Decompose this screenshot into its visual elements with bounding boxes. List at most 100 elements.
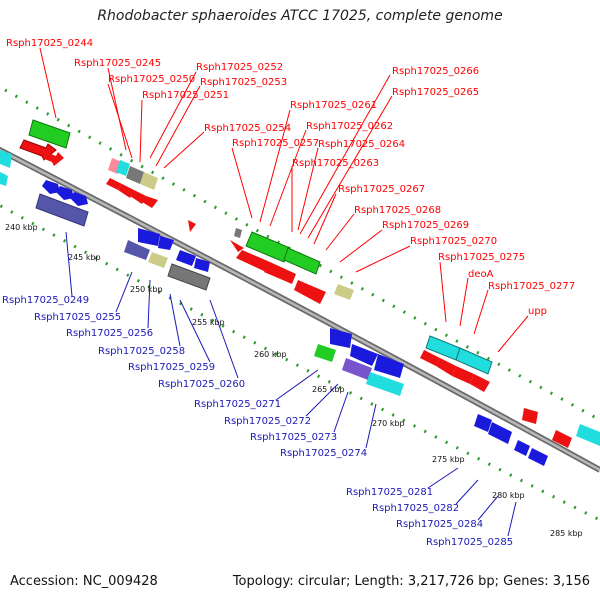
label-0249: Rsph17025_0249 <box>2 295 89 306</box>
tick-245: 245 kbp <box>68 253 101 262</box>
reverse-features <box>0 150 548 466</box>
gene-0271b-arrow <box>350 344 378 366</box>
label-0274: Rsph17025_0274 <box>280 448 367 459</box>
genome-summary: Topology: circular; Length: 3,217,726 bp… <box>232 574 590 589</box>
label-0285: Rsph17025_0285 <box>426 537 513 548</box>
accession-info: Accession: NC_009428 <box>10 574 158 589</box>
label-0262: Rsph17025_0262 <box>306 121 393 132</box>
gene-0262-block <box>283 247 321 275</box>
gene-0254b-arrow <box>118 184 134 198</box>
gene-0249-block <box>35 193 89 227</box>
label-0255: Rsph17025_0255 <box>34 312 121 323</box>
label-0272: Rsph17025_0272 <box>224 416 311 427</box>
gene-0281f-arrow <box>522 408 538 424</box>
map-title: Rhodobacter sphaeroides ATCC 17025, comp… <box>97 8 503 24</box>
label-0263: Rsph17025_0263 <box>292 158 379 169</box>
tick-240: 240 kbp <box>5 223 38 232</box>
label-0282: Rsph17025_0282 <box>372 503 459 514</box>
forward-labels: Rsph17025_0244 Rsph17025_0245 Rsph17025_… <box>6 38 575 317</box>
tick-275: 275 kbp <box>432 455 465 464</box>
gene-0254c-arrow <box>130 190 146 204</box>
tick-285: 285 kbp <box>550 529 583 538</box>
label-0273: Rsph17025_0273 <box>250 432 337 443</box>
gene-0248b-arrow <box>70 192 88 206</box>
label-0267: Rsph17025_0267 <box>338 184 425 195</box>
label-0245: Rsph17025_0245 <box>74 58 161 69</box>
gene-0259-small <box>234 228 242 238</box>
label-0284: Rsph17025_0284 <box>396 519 483 530</box>
gene-0263-arrow <box>230 240 244 252</box>
tick-260: 260 kbp <box>254 350 287 359</box>
gene-0256-block <box>124 240 150 260</box>
label-0253: Rsph17025_0253 <box>200 77 287 88</box>
label-0264: Rsph17025_0264 <box>318 139 405 150</box>
gene-0259b-arrow <box>194 258 210 272</box>
genes-value: 3,156 <box>552 574 590 589</box>
gene-0252-block <box>126 166 144 184</box>
length-value: 3,217,726 bp <box>407 574 495 589</box>
gene-0274-arrow <box>374 354 404 378</box>
gene-0244-block <box>28 119 71 149</box>
gene-0284-arrow <box>514 440 530 456</box>
topology-value: circular <box>297 574 346 589</box>
gene-0251-block <box>116 160 130 176</box>
gene-0280-arrow <box>470 374 490 392</box>
gene-0261-block <box>245 231 291 263</box>
label-0277: Rsph17025_0277 <box>488 281 575 292</box>
gene-0285c-arrow <box>0 172 8 186</box>
tick-250: 250 kbp <box>130 285 163 294</box>
gene-0274b-block <box>366 372 404 396</box>
gene-0248-arrow <box>56 186 74 200</box>
gene-0258-block <box>148 252 168 268</box>
label-0266: Rsph17025_0266 <box>392 66 479 77</box>
label-0257: Rsph17025_0257 <box>232 138 319 149</box>
gene-0284f-block <box>576 424 600 446</box>
label-0251: Rsph17025_0251 <box>142 90 229 101</box>
gene-0283f-arrow <box>552 430 572 448</box>
tick-255: 255 kbp <box>192 318 225 327</box>
genome-backbone <box>0 146 600 473</box>
label-0261: Rsph17025_0261 <box>290 100 377 111</box>
tick-265: 265 kbp <box>312 385 345 394</box>
gene-0260-block <box>167 263 211 291</box>
accession-value: NC_009428 <box>82 574 158 589</box>
tick-270: 270 kbp <box>372 419 405 428</box>
label-deoA: deoA <box>468 269 494 280</box>
gene-0279-arrow <box>452 366 474 384</box>
reverse-labels: Rsph17025_0249 Rsph17025_0255 Rsph17025_… <box>2 295 513 548</box>
gene-0282-arrow <box>488 422 512 444</box>
topology-label: Topology: <box>232 574 294 589</box>
label-0281: Rsph17025_0281 <box>346 487 433 498</box>
outer-dotted-ring <box>4 88 600 422</box>
label-0256: Rsph17025_0256 <box>66 328 153 339</box>
gene-0272-block <box>314 344 336 362</box>
gene-0278-arrow <box>436 358 456 376</box>
gene-0277-arrow <box>420 350 440 366</box>
gene-0266-arrow <box>294 280 326 304</box>
length-label: Length: <box>354 574 404 589</box>
gene-0253-block <box>140 172 158 190</box>
label-0271: Rsph17025_0271 <box>194 399 281 410</box>
forward-leader-lines <box>39 47 529 353</box>
label-0244: Rsph17025_0244 <box>6 38 93 49</box>
gene-0265-arrow <box>264 262 296 284</box>
label-upp: upp <box>528 306 547 317</box>
gene-0281-arrow <box>474 414 492 432</box>
gene-0255b-arrow <box>158 236 174 250</box>
gene-0264-arrow <box>236 250 270 272</box>
forward-features <box>19 119 600 448</box>
tick-280: 280 kbp <box>492 491 525 500</box>
gene-0247-arrow <box>42 180 60 194</box>
gene-0257b-arrow <box>188 220 196 232</box>
label-0269: Rsph17025_0269 <box>382 220 469 231</box>
label-0260: Rsph17025_0260 <box>158 379 245 390</box>
inner-dotted-ring <box>0 203 600 522</box>
reverse-leader-lines <box>65 231 517 537</box>
label-0258: Rsph17025_0258 <box>98 346 185 357</box>
label-0250: Rsph17025_0250 <box>108 74 195 85</box>
gene-0259-arrow <box>176 250 196 266</box>
gene-0276-block <box>455 347 493 375</box>
gene-0285-arrow <box>528 448 548 466</box>
gene-0254-arrow <box>106 178 122 190</box>
genes-label: Genes: <box>503 574 549 589</box>
